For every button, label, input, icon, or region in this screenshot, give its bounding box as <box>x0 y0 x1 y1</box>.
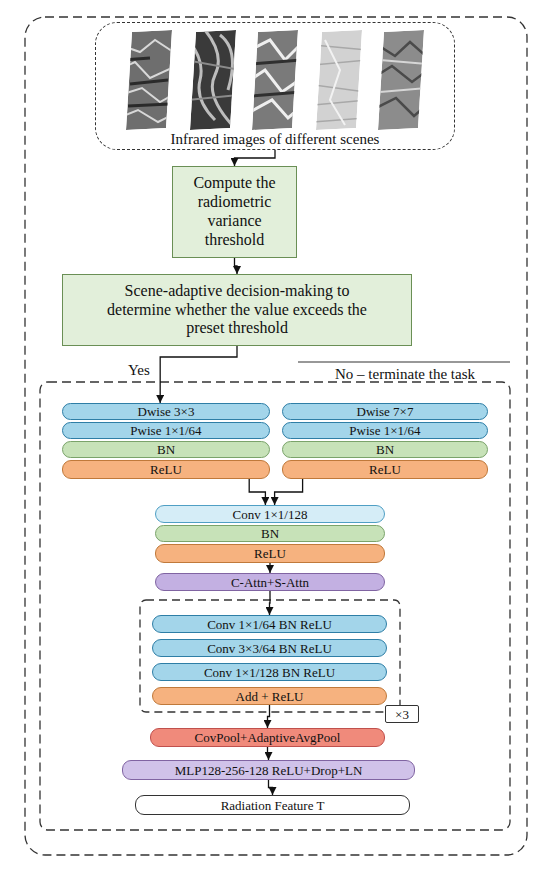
flow-arrow <box>275 479 303 505</box>
layer-box: Dwise 3×3 <box>62 403 270 420</box>
layer-box: Conv 1×1/128 BN ReLU <box>152 663 387 681</box>
layer-box: Pwise 1×1/64 <box>282 422 488 439</box>
process-box: Compute the radiometric variance thresho… <box>172 166 297 258</box>
layer-box: ReLU <box>155 544 385 563</box>
image-texture <box>376 42 428 116</box>
node-text: ReLU <box>369 463 401 476</box>
image-texture <box>325 40 345 125</box>
layer-box: Add + ReLU <box>152 687 387 705</box>
node-text: ReLU <box>150 463 182 476</box>
branch-line <box>298 361 510 362</box>
node-text: ×3 <box>395 708 409 721</box>
node-text: BN <box>157 443 175 456</box>
attention-box: C-Attn+S-Attn <box>155 573 385 591</box>
network-frame <box>40 382 510 830</box>
node-text: Conv 1×1/128 BN ReLU <box>204 666 335 679</box>
node-text: C-Attn+S-Attn <box>231 576 309 589</box>
node-text: Radiation Feature T <box>221 799 325 812</box>
infrared-image <box>118 30 178 130</box>
node-text: Conv 3×3/64 BN ReLU <box>207 642 332 655</box>
repeat-box: ×3 <box>385 705 419 723</box>
outer-frame <box>25 17 527 855</box>
node-text: Conv 1×1/128 <box>233 508 308 521</box>
node-text: BN <box>261 527 279 540</box>
image-texture <box>380 60 426 92</box>
image-texture <box>250 40 302 118</box>
image-texture <box>186 60 240 100</box>
flow-arrow <box>249 479 265 505</box>
image-tile <box>316 30 362 130</box>
layer-box: ReLU <box>62 460 270 479</box>
output-box: Radiation Feature T <box>135 795 410 815</box>
node-text: Dwise 3×3 <box>138 405 195 418</box>
branch-label: No – terminate the task <box>300 366 510 383</box>
flow-arrow <box>269 563 270 573</box>
node-text: Scene-adaptive decision-making to determ… <box>93 282 381 339</box>
layer-box: ReLU <box>282 460 488 479</box>
image-texture <box>252 60 300 96</box>
image-texture <box>314 45 366 122</box>
node-text: BN <box>376 443 394 456</box>
infrared-image <box>314 30 366 130</box>
flow-arrow <box>269 780 273 795</box>
image-group-box: Infrared images of different scenes <box>95 22 455 150</box>
edge-label: Yes <box>128 362 150 379</box>
image-texture <box>124 58 170 106</box>
node-text: ReLU <box>254 547 286 560</box>
flow-arrow <box>268 747 269 760</box>
layer-box: Conv 3×3/64 BN ReLU <box>152 639 387 657</box>
flow-arrow <box>269 591 271 615</box>
node-text: Pwise 1×1/64 <box>349 424 420 437</box>
layer-box: Conv 1×1/128 <box>155 505 385 523</box>
layer-box: Conv 1×1/64 BN ReLU <box>152 615 387 633</box>
infrared-image <box>250 30 302 130</box>
layer-box: Pwise 1×1/64 <box>62 422 270 439</box>
image-texture <box>188 30 233 125</box>
node-text: Dwise 7×7 <box>357 405 414 418</box>
layer-box: BN <box>282 441 488 458</box>
image-tile <box>378 30 424 130</box>
flow-arrow <box>235 258 238 274</box>
node-text: MLP128-256-128 ReLU+Drop+LN <box>175 764 363 777</box>
flow-arrow <box>268 705 270 728</box>
image-texture <box>118 40 178 122</box>
flow-arrow <box>235 150 276 166</box>
flow-arrow <box>160 346 237 403</box>
layer-box: BN <box>62 441 270 458</box>
infrared-image <box>186 30 240 130</box>
infrared-image <box>376 30 428 130</box>
layer-box: BN <box>155 525 385 542</box>
residual-block-frame <box>140 600 400 712</box>
mlp-box: MLP128-256-128 ReLU+Drop+LN <box>122 760 415 780</box>
node-text: Add + ReLU <box>236 690 304 703</box>
pooling-box: CovPool+AdaptiveAvgPool <box>150 728 385 747</box>
node-text: Compute the radiometric variance thresho… <box>181 174 288 250</box>
node-text: CovPool+AdaptiveAvgPool <box>195 731 341 744</box>
decision-box: Scene-adaptive decision-making to determ… <box>62 274 412 346</box>
node-text: Conv 1×1/64 BN ReLU <box>207 618 332 631</box>
node-text: Infrared images of different scenes <box>171 132 380 147</box>
node-text: Pwise 1×1/64 <box>130 424 201 437</box>
layer-box: Dwise 7×7 <box>282 403 488 420</box>
